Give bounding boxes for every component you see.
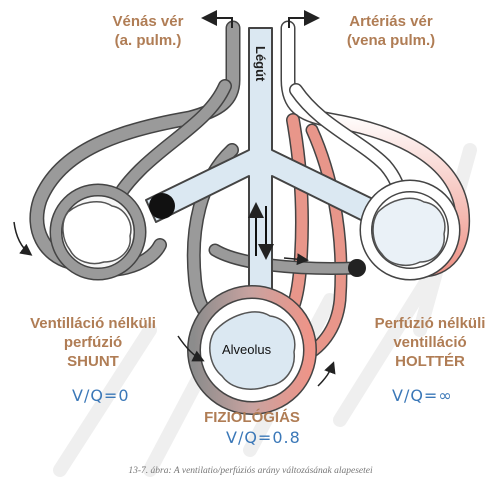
venous-label-line1: Vénás vér xyxy=(96,12,200,31)
physiological-ratio: V/Q=0.8 xyxy=(226,428,301,447)
shunt-label-line3: SHUNT xyxy=(8,352,178,371)
shunt-label: Ventilláció nélküli perfúzió SHUNT xyxy=(8,314,178,371)
alveolus-label: Alveolus xyxy=(222,342,271,357)
deadspace-block-dot xyxy=(348,259,366,277)
deadspace-ratio: V/Q=∞ xyxy=(392,386,453,405)
figure-caption: 13-7. ábra: A ventilatio/perfúziós arány… xyxy=(0,466,501,476)
physiological-title: FIZIOLÓGIÁS xyxy=(196,408,308,427)
venous-label-line2: (a. pulm.) xyxy=(96,31,200,50)
arterial-label-line2: (vena pulm.) xyxy=(326,31,456,50)
shunt-block-dot xyxy=(149,193,175,219)
venous-blood-label: Vénás vér (a. pulm.) xyxy=(96,12,200,50)
deadspace-label-line1: Perfúzió nélküli xyxy=(360,314,500,333)
shunt-label-line1: Ventilláció nélküli xyxy=(8,314,178,333)
shunt-alveolus xyxy=(56,190,140,274)
airway-label: Légút xyxy=(253,46,268,81)
arterial-blood-label: Artériás vér (vena pulm.) xyxy=(326,12,456,50)
arterial-label-line1: Artériás vér xyxy=(326,12,456,31)
deadspace-label-line3: HOLTTÉR xyxy=(360,352,500,371)
deadspace-label-line2: ventilláció xyxy=(360,333,500,352)
shunt-label-line2: perfúzió xyxy=(8,333,178,352)
deadspace-label: Perfúzió nélküli ventilláció HOLTTÉR xyxy=(360,314,500,371)
deadspace-alveolus xyxy=(366,186,454,274)
shunt-ratio: V/Q=0 xyxy=(72,386,130,405)
